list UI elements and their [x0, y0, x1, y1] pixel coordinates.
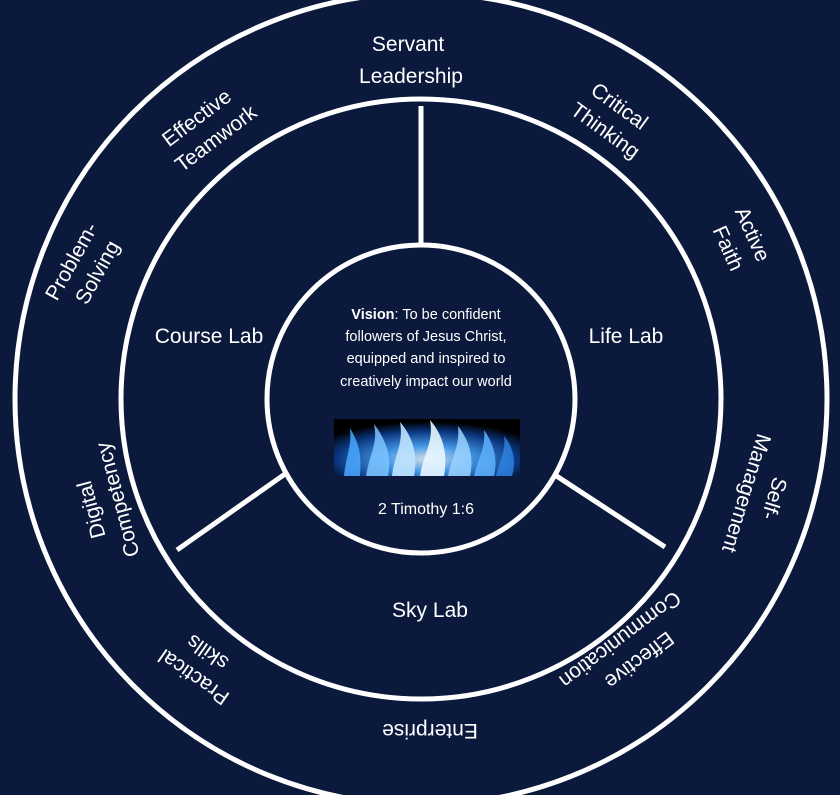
lab-life-lab: Life Lab — [589, 325, 664, 348]
svg-text:Enterprise: Enterprise — [382, 719, 478, 742]
middle-ring — [118, 96, 724, 702]
lab-course-lab: Course Lab — [155, 325, 264, 348]
label-servant-leadership: Servant Leadership — [359, 33, 463, 88]
blue-flame-image — [334, 419, 520, 476]
outer-ring — [12, 0, 830, 795]
divider-left — [175, 471, 287, 553]
vision-line-3: equipped and inspired to — [347, 351, 506, 367]
label-enterprise: Enterprise — [382, 719, 478, 742]
vision-line-1: Vision: To be confident — [351, 307, 500, 323]
lab-sky-lab: Sky Lab — [392, 599, 468, 622]
divider-right — [553, 472, 667, 550]
vision-label: Vision — [351, 307, 394, 323]
scripture-reference: 2 Timothy 1:6 — [378, 501, 474, 518]
vision-line-4: creatively impact our world — [340, 374, 512, 390]
vision-line-2: followers of Jesus Christ, — [345, 329, 506, 345]
svg-text:Servant Leadership: Servant Leadership — [359, 33, 463, 88]
